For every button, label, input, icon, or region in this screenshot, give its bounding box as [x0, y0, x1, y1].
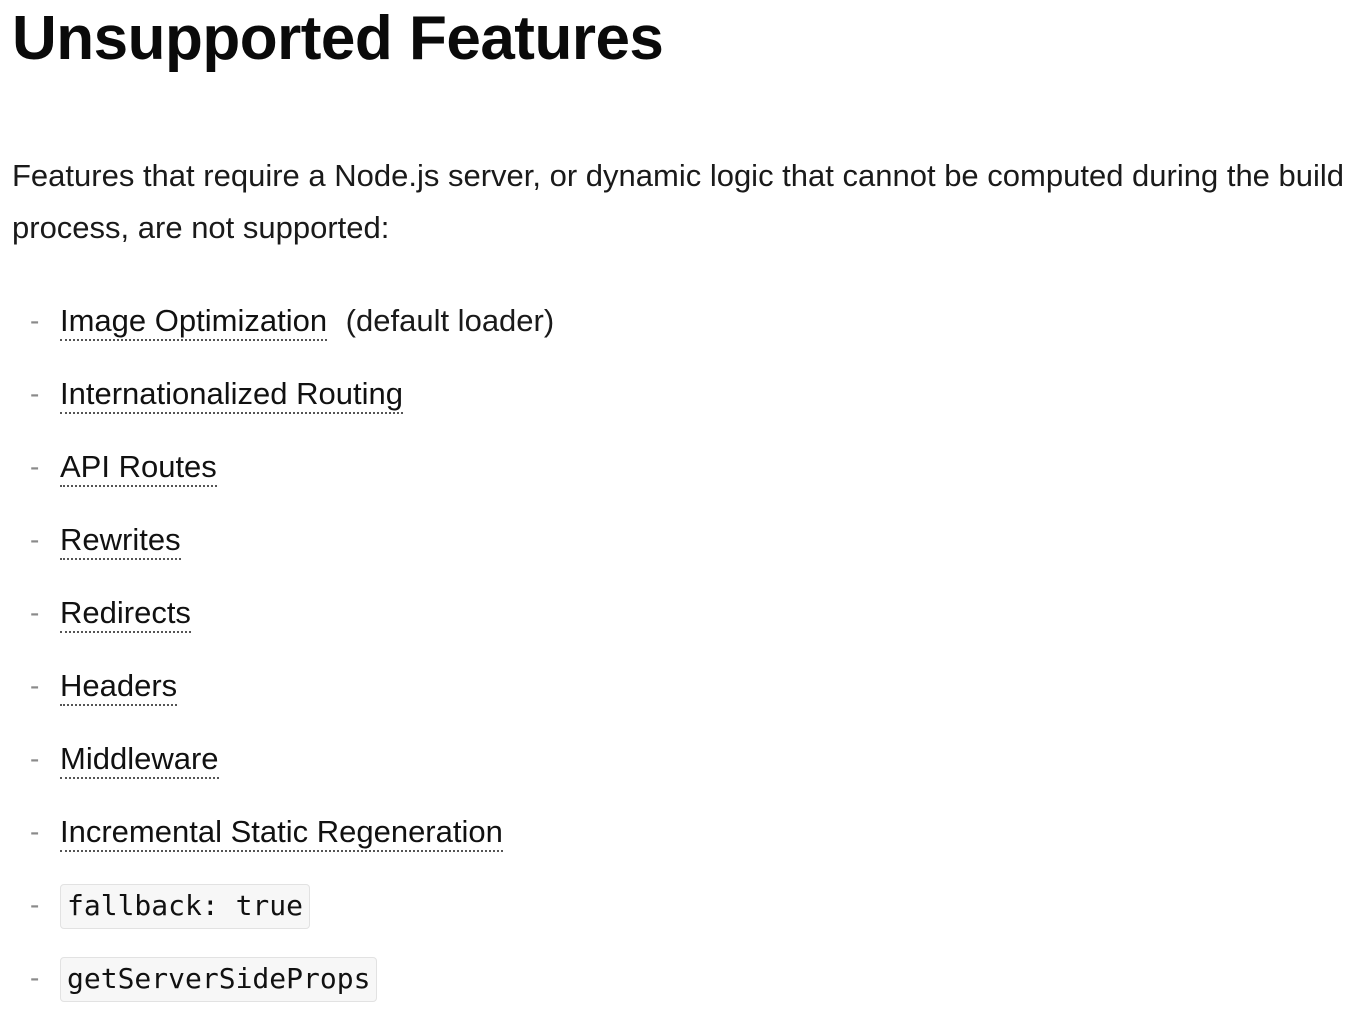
list-item: - Rewrites: [12, 505, 554, 578]
intro-paragraph: Features that require a Node.js server, …: [12, 158, 1345, 245]
list-item: - Internationalized Routing: [12, 359, 554, 432]
middleware-link[interactable]: Middleware: [60, 741, 219, 779]
rewrites-link[interactable]: Rewrites: [60, 522, 181, 560]
page-title: Unsupported Features: [12, 4, 664, 73]
list-item: - Redirects: [12, 578, 554, 651]
bullet-dash: -: [30, 305, 40, 336]
headers-link[interactable]: Headers: [60, 668, 178, 706]
list-item: - fallback: true: [12, 870, 554, 943]
api-routes-link[interactable]: API Routes: [60, 449, 217, 487]
bullet-dash: -: [30, 378, 40, 409]
get-server-side-props-code: getServerSideProps: [60, 957, 378, 1002]
fallback-true-code: fallback: true: [60, 884, 311, 929]
bullet-dash: -: [30, 962, 40, 993]
bullet-dash: -: [30, 889, 40, 920]
list-item: - getServerSideProps: [12, 943, 554, 1016]
list-item: - Image Optimization (default loader): [12, 286, 554, 359]
incremental-static-regeneration-link[interactable]: Incremental Static Regeneration: [60, 814, 503, 852]
bullet-dash: -: [30, 743, 40, 774]
internationalized-routing-link[interactable]: Internationalized Routing: [60, 376, 403, 414]
unsupported-features-list: - Image Optimization (default loader) - …: [12, 286, 554, 1016]
image-optimization-link[interactable]: Image Optimization: [60, 303, 328, 341]
bullet-dash: -: [30, 816, 40, 847]
bullet-dash: -: [30, 451, 40, 482]
list-item: - Incremental Static Regeneration: [12, 797, 554, 870]
list-item: - API Routes: [12, 432, 554, 505]
bullet-dash: -: [30, 524, 40, 555]
bullet-dash: -: [30, 597, 40, 628]
list-item: - Middleware: [12, 724, 554, 797]
item-suffix: (default loader): [337, 303, 555, 338]
bullet-dash: -: [30, 670, 40, 701]
list-item: - Headers: [12, 651, 554, 724]
redirects-link[interactable]: Redirects: [60, 595, 191, 633]
